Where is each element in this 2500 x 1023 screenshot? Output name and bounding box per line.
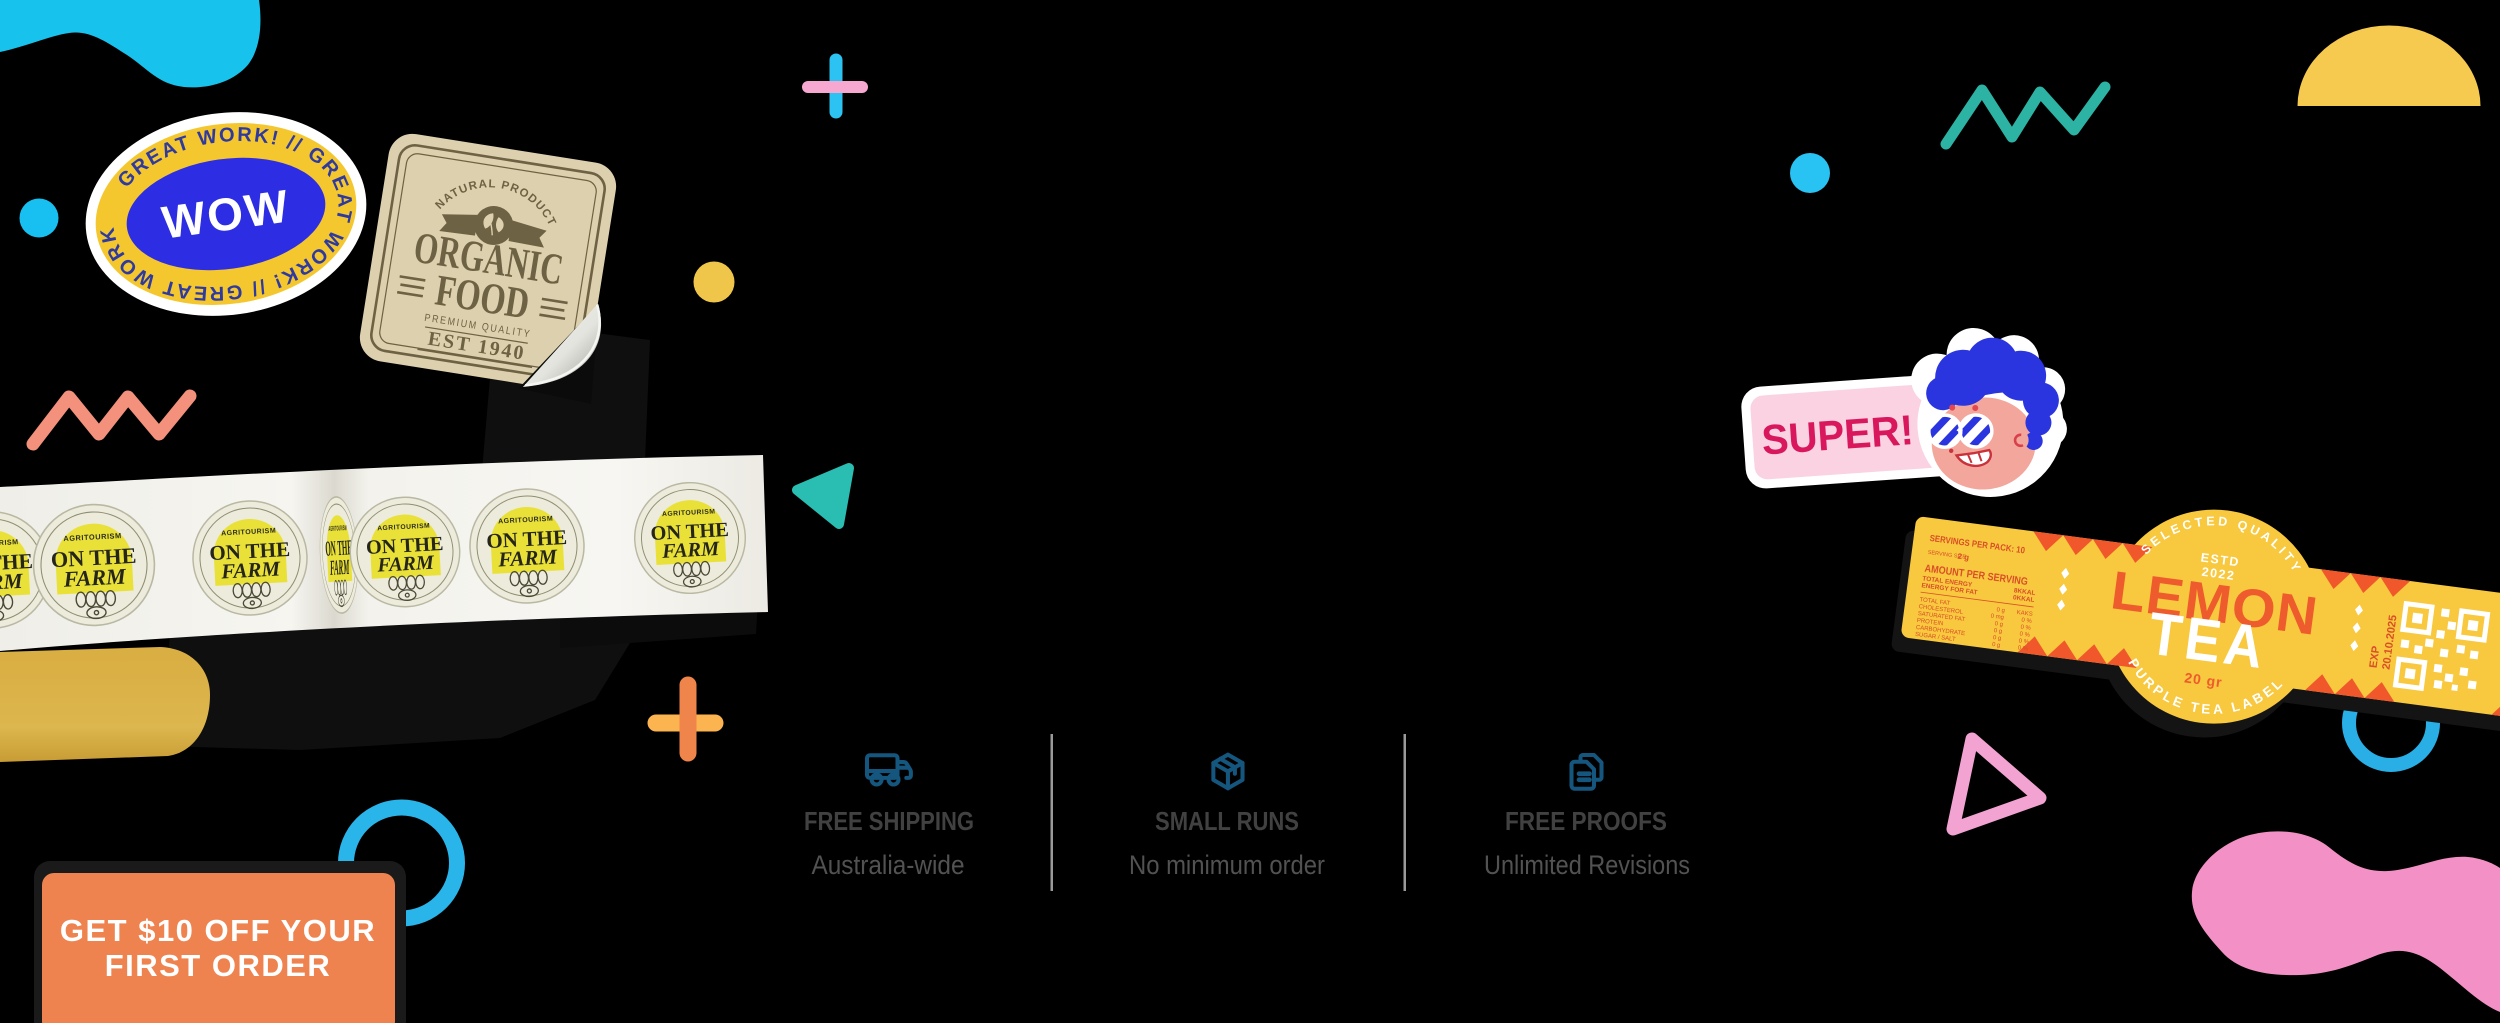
svg-text:Australia-wide: Australia-wide <box>812 850 965 880</box>
svg-text:0KKAL: 0KKAL <box>2012 594 2034 604</box>
svg-text:Unlimited Revisions: Unlimited Revisions <box>1484 850 1690 880</box>
svg-text:EXP: EXP <box>2368 645 2383 668</box>
svg-text:No minimum order: No minimum order <box>1129 850 1325 880</box>
svg-text:TOTAL FAT: TOTAL FAT <box>1919 597 1951 607</box>
svg-text:TEA: TEA <box>2145 600 2271 682</box>
svg-text:0 %: 0 % <box>2019 631 2031 638</box>
svg-text:FREE PROOFS: FREE PROOFS <box>1505 806 1667 836</box>
svg-text:0 g: 0 g <box>1993 628 2002 635</box>
svg-text:CHOLESTEROL: CHOLESTEROL <box>1918 604 1964 616</box>
svg-text:0 mg: 0 mg <box>1990 614 2004 622</box>
svg-text:PROTEIN: PROTEIN <box>1916 618 1943 627</box>
svg-text:SERVING SIZE: SERVING SIZE <box>1927 550 1966 561</box>
svg-text:0 %: 0 % <box>2021 618 2033 625</box>
svg-text:0 g: 0 g <box>1996 607 2005 614</box>
svg-text:2022: 2022 <box>2201 565 2236 583</box>
svg-text:0 g: 0 g <box>1992 642 2001 649</box>
svg-text:SUGAR / SALT: SUGAR / SALT <box>1915 632 1957 643</box>
svg-text:ESTD: ESTD <box>2200 550 2241 569</box>
svg-text:0 %: 0 % <box>2018 638 2030 645</box>
svg-text:20 gr: 20 gr <box>2183 669 2223 690</box>
svg-text:KAKS: KAKS <box>2016 610 2033 618</box>
svg-text:FREE SHIPPING: FREE SHIPPING <box>804 806 974 836</box>
svg-text:8KKAL: 8KKAL <box>2013 587 2035 597</box>
svg-text:GET $10 OFF YOUR: GET $10 OFF YOUR <box>60 913 376 948</box>
svg-text:FIRST ORDER: FIRST ORDER <box>105 948 332 983</box>
svg-text:0 %: 0 % <box>2017 645 2029 652</box>
svg-text:SUPER!: SUPER! <box>1760 406 1915 463</box>
svg-text:0 g: 0 g <box>1994 621 2003 628</box>
svg-text:SMALL RUNS: SMALL RUNS <box>1155 806 1299 836</box>
svg-text:0 g: 0 g <box>1992 635 2001 642</box>
svg-text:2 g: 2 g <box>1957 552 1970 562</box>
svg-text:0 %: 0 % <box>2020 625 2032 632</box>
